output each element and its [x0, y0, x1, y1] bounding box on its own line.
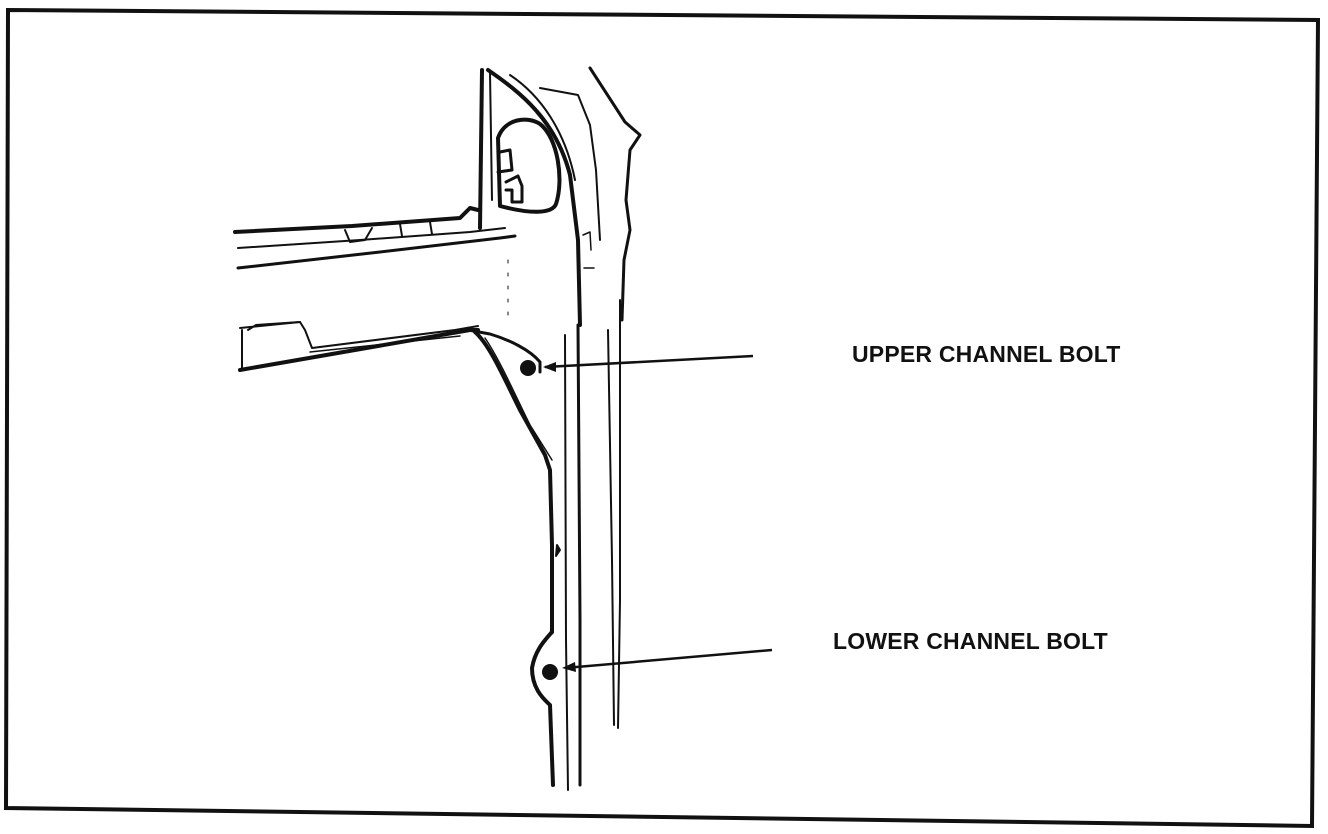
lower-leader-arrow	[562, 662, 576, 672]
upper-channel-bolt-label: UPPER CHANNEL BOLT	[852, 341, 1121, 367]
vehicle-body-panel	[233, 66, 642, 791]
pillar-window-cutout	[496, 117, 562, 214]
lower-channel-bolt-label: LOWER CHANNEL BOLT	[833, 628, 1108, 654]
a-pillar	[478, 68, 484, 230]
upper-channel-bolt	[520, 360, 536, 376]
lower-channel-bolt	[542, 664, 558, 680]
figure-frame	[3, 7, 1321, 829]
upper-leader-arrow	[543, 362, 556, 372]
roof-rail	[233, 206, 480, 234]
b-pillar	[564, 334, 569, 791]
upper-leader-line	[544, 354, 754, 369]
channel-bracket	[466, 328, 542, 374]
lower-leader-line	[564, 648, 773, 670]
